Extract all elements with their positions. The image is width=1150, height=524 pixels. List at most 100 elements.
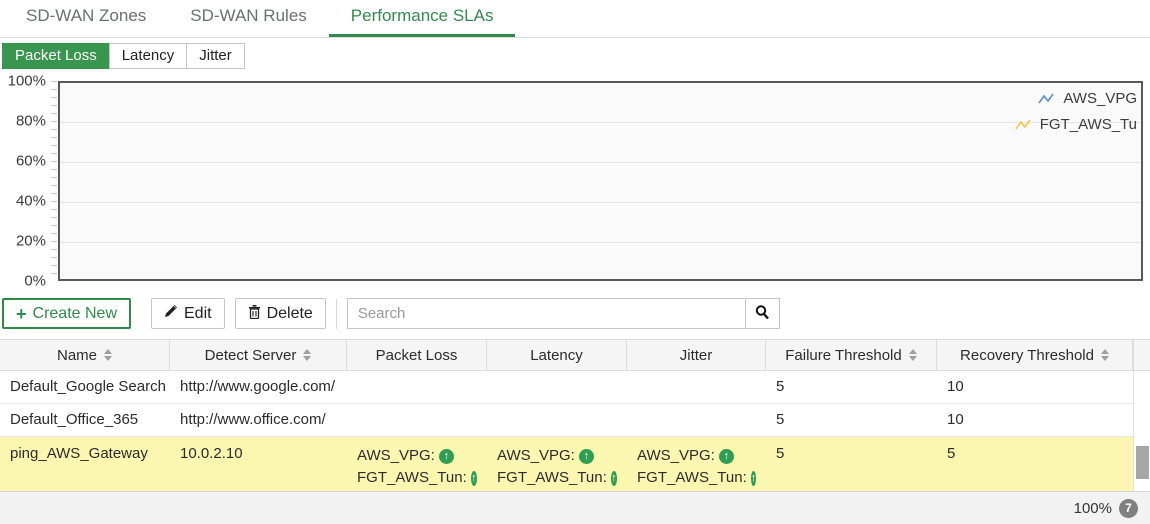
column-header-recovery-threshold[interactable]: Recovery Threshold xyxy=(937,340,1133,370)
jitter-cell xyxy=(627,371,766,403)
search-input[interactable] xyxy=(346,298,746,329)
recovery-threshold-cell: 5 xyxy=(947,445,956,462)
column-header-detect-server[interactable]: Detect Server xyxy=(170,340,347,370)
legend-item-fgt-aws-tu[interactable]: FGT_AWS_Tu xyxy=(1015,116,1137,133)
search-button[interactable] xyxy=(745,298,780,329)
detect-server-cell: http://www.google.com/ xyxy=(180,378,336,395)
metric-subtabs: Packet Loss Latency Jitter xyxy=(2,43,1150,69)
tab-performance-slas[interactable]: Performance SLAs xyxy=(328,0,516,37)
line-series-icon xyxy=(1038,93,1055,103)
column-label: Jitter xyxy=(679,346,713,364)
table-row-ping-aws-gateway[interactable]: ping_AWS_Gateway 10.0.2.10 AWS_VPG:↑ FGT… xyxy=(0,437,1133,498)
y-axis-tick: 100% xyxy=(7,72,46,90)
latency-cell: AWS_VPG:↑ FGT_AWS_Tun:↑ xyxy=(487,437,627,497)
gridline xyxy=(60,122,1141,123)
toolbar-divider xyxy=(335,298,337,329)
y-axis-tick: 20% xyxy=(15,232,46,250)
subtab-packet-loss[interactable]: Packet Loss xyxy=(2,43,110,69)
line-series-icon xyxy=(1015,119,1031,129)
column-label: Recovery Threshold xyxy=(960,346,1094,364)
latency-cell xyxy=(487,404,627,436)
column-header-packet-loss[interactable]: Packet Loss xyxy=(347,340,487,370)
delete-label: Delete xyxy=(266,304,313,322)
count-badge[interactable]: 7 xyxy=(1119,498,1138,518)
member-label: FGT_AWS_Tun: xyxy=(357,469,467,486)
detect-server-cell: http://www.office.com/ xyxy=(180,411,326,428)
y-axis-tick: 40% xyxy=(15,192,46,210)
create-new-label: Create New xyxy=(32,304,117,322)
chart-plot-area: AWS_VPG FGT_AWS_Tu xyxy=(58,81,1143,281)
packet-loss-cell xyxy=(347,404,487,436)
status-up-icon: ↑ xyxy=(578,448,594,464)
y-axis-tick: 80% xyxy=(15,112,46,130)
column-label: Packet Loss xyxy=(375,346,458,364)
trash-icon xyxy=(248,304,261,324)
status-up-icon: ↑ xyxy=(718,448,734,464)
failure-threshold-cell: 5 xyxy=(776,411,785,428)
column-label: Failure Threshold xyxy=(785,346,902,364)
sort-icon xyxy=(908,349,917,361)
edit-label: Edit xyxy=(184,304,212,322)
tab-sdwan-rules[interactable]: SD-WAN Rules xyxy=(190,6,307,25)
subtab-latency[interactable]: Latency xyxy=(108,43,188,69)
table-row-default-google-search[interactable]: Default_Google Search http://www.google.… xyxy=(0,371,1133,404)
column-header-jitter[interactable]: Jitter xyxy=(627,340,766,370)
latency-cell xyxy=(487,371,627,403)
failure-threshold-cell: 5 xyxy=(776,378,785,395)
detect-server-cell: 10.0.2.10 xyxy=(180,445,243,462)
recovery-threshold-cell: 10 xyxy=(947,411,964,428)
status-up-icon: ↑ xyxy=(610,470,617,486)
recovery-threshold-cell: 10 xyxy=(947,378,964,395)
sort-icon xyxy=(1100,349,1109,361)
gridline xyxy=(60,242,1141,243)
table-row-default-office-365[interactable]: Default_Office_365 http://www.office.com… xyxy=(0,404,1133,437)
member-label: FGT_AWS_Tun: xyxy=(497,469,607,486)
jitter-cell: AWS_VPG:↑ FGT_AWS_Tun:↑ xyxy=(627,437,766,497)
status-bar: 100% 7 xyxy=(0,491,1150,524)
column-label: Name xyxy=(56,346,97,364)
sla-table: Name Detect Server Packet Loss Latency J… xyxy=(0,339,1150,498)
chart-legend: AWS_VPG FGT_AWS_Tu xyxy=(1015,90,1137,133)
packet-loss-chart: 100% 80% 60% 40% 20% 0% AWS_VPG FGT_AWS_… xyxy=(0,72,1150,290)
search-box xyxy=(346,298,780,329)
packet-loss-cell: AWS_VPG:↑ FGT_AWS_Tun:↑ xyxy=(347,437,487,497)
y-axis-tick: 60% xyxy=(15,152,46,170)
y-axis-minor-ticks xyxy=(51,81,57,281)
edit-button[interactable]: Edit xyxy=(151,298,225,329)
name-cell: ping_AWS_Gateway xyxy=(10,445,148,462)
legend-label: AWS_VPG xyxy=(1063,90,1137,107)
plus-icon: + xyxy=(16,303,27,324)
status-up-icon: ↑ xyxy=(470,470,477,486)
tab-sdwan-zones[interactable]: SD-WAN Zones xyxy=(26,6,147,25)
create-new-button[interactable]: + Create New xyxy=(2,298,131,329)
table-header: Name Detect Server Packet Loss Latency J… xyxy=(0,339,1150,371)
packet-loss-cell xyxy=(347,371,487,403)
legend-item-aws-vpg[interactable]: AWS_VPG xyxy=(1038,90,1137,107)
header-filler xyxy=(1133,340,1150,370)
sort-icon xyxy=(104,349,112,361)
column-label: Detect Server xyxy=(204,346,297,364)
member-label: AWS_VPG: xyxy=(357,447,435,464)
tab-bar: SD-WAN Zones SD-WAN Rules Performance SL… xyxy=(0,0,1150,38)
column-header-name[interactable]: Name xyxy=(0,340,170,370)
member-label: AWS_VPG: xyxy=(497,447,575,464)
table-body: Default_Google Search http://www.google.… xyxy=(0,371,1150,498)
column-label: Latency xyxy=(530,346,583,364)
failure-threshold-cell: 5 xyxy=(776,445,785,462)
gridline xyxy=(60,202,1141,203)
column-header-latency[interactable]: Latency xyxy=(487,340,627,370)
zoom-level: 100% xyxy=(1073,499,1112,517)
sort-icon xyxy=(303,349,312,361)
member-label: AWS_VPG: xyxy=(637,447,715,464)
column-header-failure-threshold[interactable]: Failure Threshold xyxy=(766,340,937,370)
scrollbar-thumb[interactable] xyxy=(1136,446,1149,479)
pencil-icon xyxy=(164,304,178,323)
delete-button[interactable]: Delete xyxy=(234,298,326,329)
status-up-icon: ↑ xyxy=(750,470,757,486)
name-cell: Default_Office_365 xyxy=(10,411,139,428)
member-label: FGT_AWS_Tun: xyxy=(637,469,747,486)
vertical-scrollbar[interactable] xyxy=(1133,371,1150,498)
status-up-icon: ↑ xyxy=(438,448,454,464)
subtab-jitter[interactable]: Jitter xyxy=(186,43,245,69)
y-axis-tick: 0% xyxy=(24,272,46,290)
